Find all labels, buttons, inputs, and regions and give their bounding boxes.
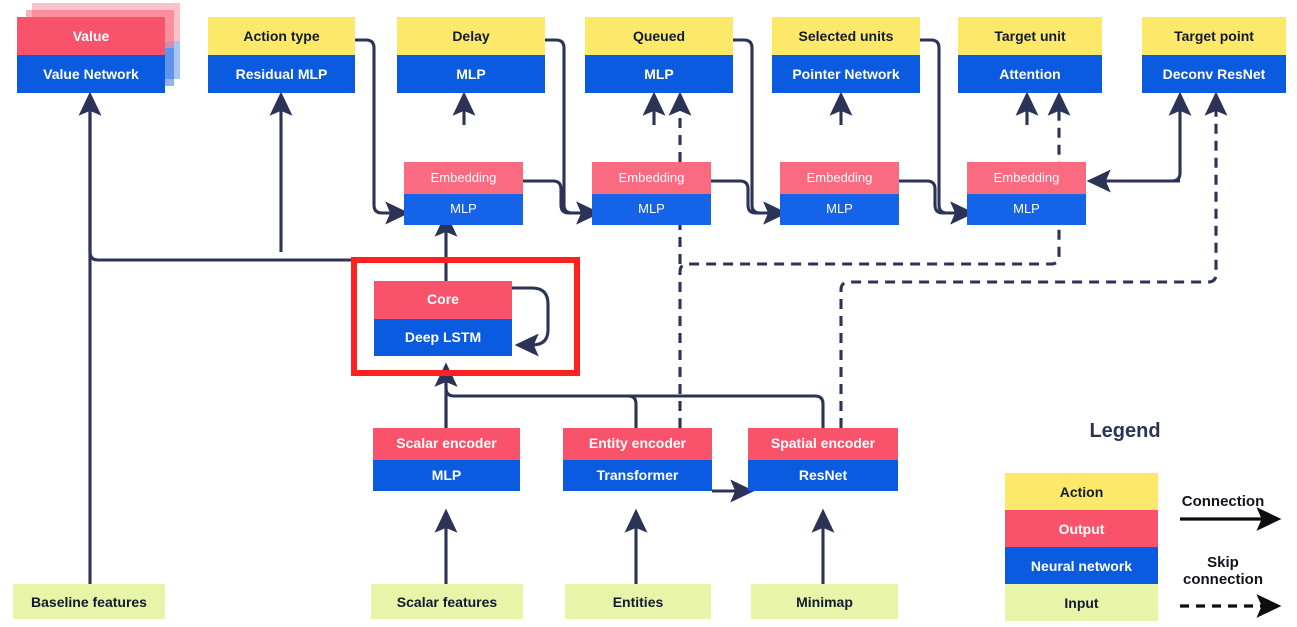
- legend-swatch-neural-network: Neural network: [1005, 547, 1158, 584]
- wire-delay-to-embedding-2: [545, 38, 601, 225]
- node-embedding-3[interactable]: Embedding MLP: [780, 162, 899, 225]
- node-target-point[interactable]: Target point Deconv ResNet: [1142, 17, 1286, 93]
- legend-swatch-action: Action: [1005, 473, 1158, 510]
- node-selected-units-network-label: Pointer Network: [772, 55, 920, 93]
- node-embedding-2-network-label: MLP: [592, 193, 711, 225]
- node-scalar-encoder[interactable]: Scalar encoder MLP: [373, 428, 520, 491]
- node-embedding-4-label: Embedding: [967, 162, 1086, 194]
- node-target-unit-network-label: Attention: [958, 55, 1102, 93]
- node-embedding-2[interactable]: Embedding MLP: [592, 162, 711, 225]
- node-embedding-1-network-label: MLP: [404, 193, 523, 225]
- legend-connection-label: Connection: [1181, 493, 1265, 510]
- node-delay-label: Delay: [397, 17, 545, 55]
- input-scalar-features[interactable]: Scalar features: [371, 584, 523, 619]
- node-delay-network-label: MLP: [397, 55, 545, 93]
- node-embedding-3-network-label: MLP: [780, 193, 899, 225]
- legend-swatch-stack: Action Output Neural network Input: [1005, 473, 1158, 621]
- node-value-output-label: Value: [17, 17, 165, 55]
- legend-title: Legend: [1089, 420, 1161, 442]
- input-minimap[interactable]: Minimap: [751, 584, 898, 619]
- input-entities[interactable]: Entities: [565, 584, 711, 619]
- node-entity-encoder-label: Entity encoder: [563, 428, 712, 460]
- node-embedding-1[interactable]: Embedding MLP: [404, 162, 523, 225]
- node-queued[interactable]: Queued MLP: [585, 17, 733, 93]
- node-entity-encoder[interactable]: Entity encoder Transformer: [563, 428, 712, 491]
- node-selected-units-label: Selected units: [772, 17, 920, 55]
- input-baseline-features[interactable]: Baseline features: [13, 584, 165, 619]
- legend-skip-connection-label: Skip connection: [1182, 554, 1263, 588]
- node-scalar-encoder-label: Scalar encoder: [373, 428, 520, 460]
- node-embedding-4[interactable]: Embedding MLP: [967, 162, 1086, 225]
- skip-spatial-encoder-to-target-point: [839, 91, 1228, 428]
- node-target-point-label: Target point: [1142, 17, 1286, 55]
- wire-action-type-to-embedding-1: [355, 38, 410, 225]
- node-embedding-3-label: Embedding: [780, 162, 899, 194]
- node-delay[interactable]: Delay MLP: [397, 17, 545, 93]
- node-selected-units[interactable]: Selected units Pointer Network: [772, 17, 920, 93]
- node-core[interactable]: Core Deep LSTM: [374, 281, 512, 356]
- wire-embedding-1-to-embedding-2: [522, 179, 601, 225]
- node-value-network-label: Value Network: [17, 55, 165, 93]
- node-scalar-encoder-network-label: MLP: [373, 459, 520, 491]
- node-embedding-4-network-label: MLP: [967, 193, 1086, 225]
- node-value[interactable]: Value Value Network: [17, 17, 165, 93]
- wire-embedding-4-to-target-point: [1091, 91, 1192, 183]
- node-target-unit[interactable]: Target unit Attention: [958, 17, 1102, 93]
- node-core-network-label: Deep LSTM: [374, 318, 512, 356]
- node-target-point-network-label: Deconv ResNet: [1142, 55, 1286, 93]
- node-action-type-label: Action type: [208, 17, 355, 55]
- node-action-type[interactable]: Action type Residual MLP: [208, 17, 355, 93]
- wire-spatial-to-bus: [454, 394, 825, 428]
- node-embedding-2-label: Embedding: [592, 162, 711, 194]
- legend-swatch-output: Output: [1005, 510, 1158, 547]
- wire-embedding-3-to-embedding-4: [898, 179, 975, 225]
- node-spatial-encoder-network-label: ResNet: [748, 459, 898, 491]
- node-embedding-1-label: Embedding: [404, 162, 523, 194]
- wire-embedding-2-to-embedding-3: [711, 179, 788, 225]
- node-spatial-encoder[interactable]: Spatial encoder ResNet: [748, 428, 898, 491]
- node-queued-network-label: MLP: [585, 55, 733, 93]
- node-target-unit-label: Target unit: [958, 17, 1102, 55]
- wire-selected-units-to-embedding-4: [920, 38, 975, 225]
- node-action-type-network-label: Residual MLP: [208, 55, 355, 93]
- wire-queued-to-embedding-3: [733, 38, 788, 225]
- skip-entity-encoder-to-target-unit: [678, 91, 1071, 428]
- node-core-label: Core: [374, 281, 512, 319]
- node-queued-label: Queued: [585, 17, 733, 55]
- wire-entity-to-core: [434, 362, 638, 428]
- node-entity-encoder-network-label: Transformer: [563, 459, 712, 491]
- legend-swatch-input: Input: [1005, 584, 1158, 621]
- node-spatial-encoder-label: Spatial encoder: [748, 428, 898, 460]
